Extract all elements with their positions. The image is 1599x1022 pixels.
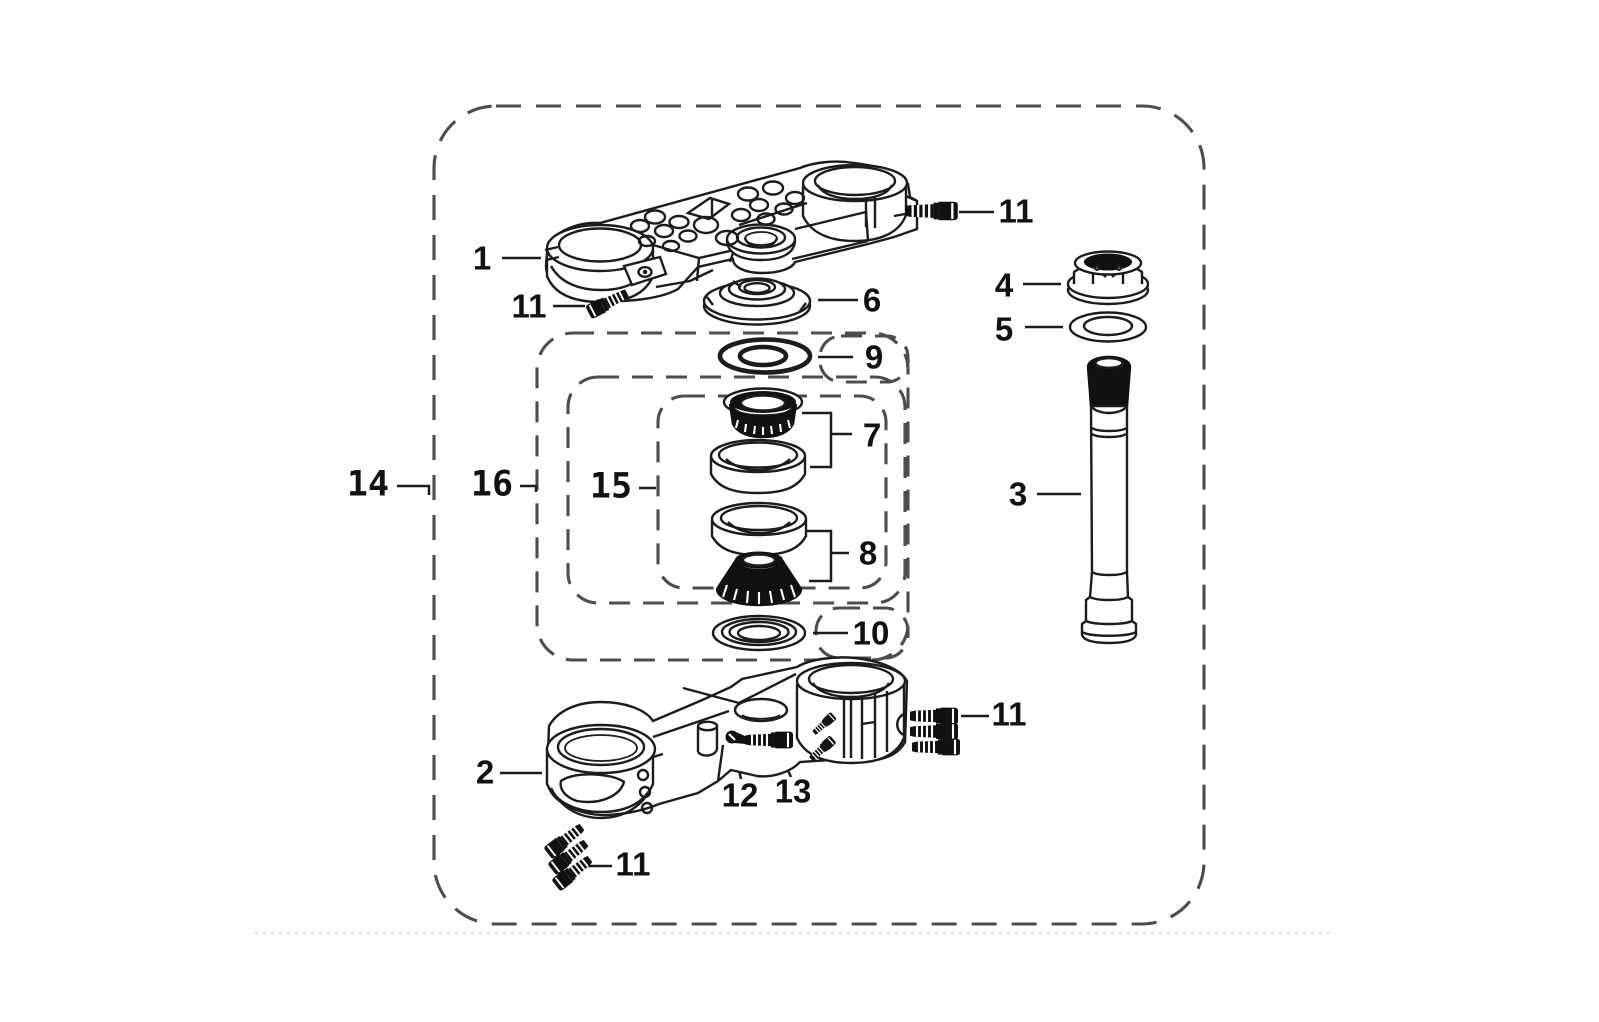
callout-2: 2: [475, 753, 495, 791]
part-7-upper-race-drawing: [709, 438, 807, 495]
part-4-stem-nut-drawing: [1066, 250, 1150, 306]
callout-5: 5: [994, 310, 1014, 348]
group-box-14: [432, 104, 1206, 926]
part-9-washer-drawing: [717, 337, 813, 375]
leader-16: [520, 484, 538, 492]
callout-12: 12: [721, 776, 759, 814]
callout-9: 9: [864, 338, 884, 376]
callout-6: 6: [862, 281, 882, 319]
part-10-seal-drawing: [711, 614, 807, 652]
part-6-dust-cover-drawing: [702, 277, 812, 326]
callout-3: 3: [1008, 475, 1028, 513]
part-11-bolts-right: [908, 706, 962, 757]
bracket-7: [802, 411, 852, 469]
part-5-washer-drawing: [1068, 311, 1148, 343]
part-7-upper-bearing-drawing: [722, 387, 804, 439]
callout-8: 8: [858, 534, 878, 572]
part-11-bolts-bottom-left: [542, 819, 596, 893]
callout-10: 10: [852, 614, 890, 652]
callout-1: 1: [472, 239, 492, 277]
callout-11-bottom: 11: [615, 845, 651, 883]
callout-13: 13: [774, 772, 812, 810]
callout-11-mid-left: 11: [511, 287, 547, 325]
group-box-15-outer: [566, 375, 907, 605]
leader-lines: [397, 210, 1081, 868]
callout-14: 14: [346, 464, 390, 505]
part-1-top-clamp-drawing: [544, 160, 919, 304]
bracket-8: [806, 529, 849, 583]
part-8-lower-race-drawing: [710, 501, 808, 557]
leader-14: [397, 484, 431, 495]
part-8-lower-bearing-drawing: [715, 551, 803, 607]
top-clamp-holes: [629, 180, 806, 253]
callout-4: 4: [994, 266, 1014, 304]
callout-15: 15: [589, 466, 633, 507]
part-12-screw-drawing: [725, 730, 747, 744]
callout-11-top-right: 11: [998, 192, 1034, 230]
callout-16: 16: [470, 464, 514, 505]
callout-7: 7: [862, 416, 882, 454]
callout-11-right: 11: [991, 695, 1027, 733]
label-9-tab: [818, 334, 910, 384]
part-3-steering-stem-drawing: [1080, 355, 1138, 645]
